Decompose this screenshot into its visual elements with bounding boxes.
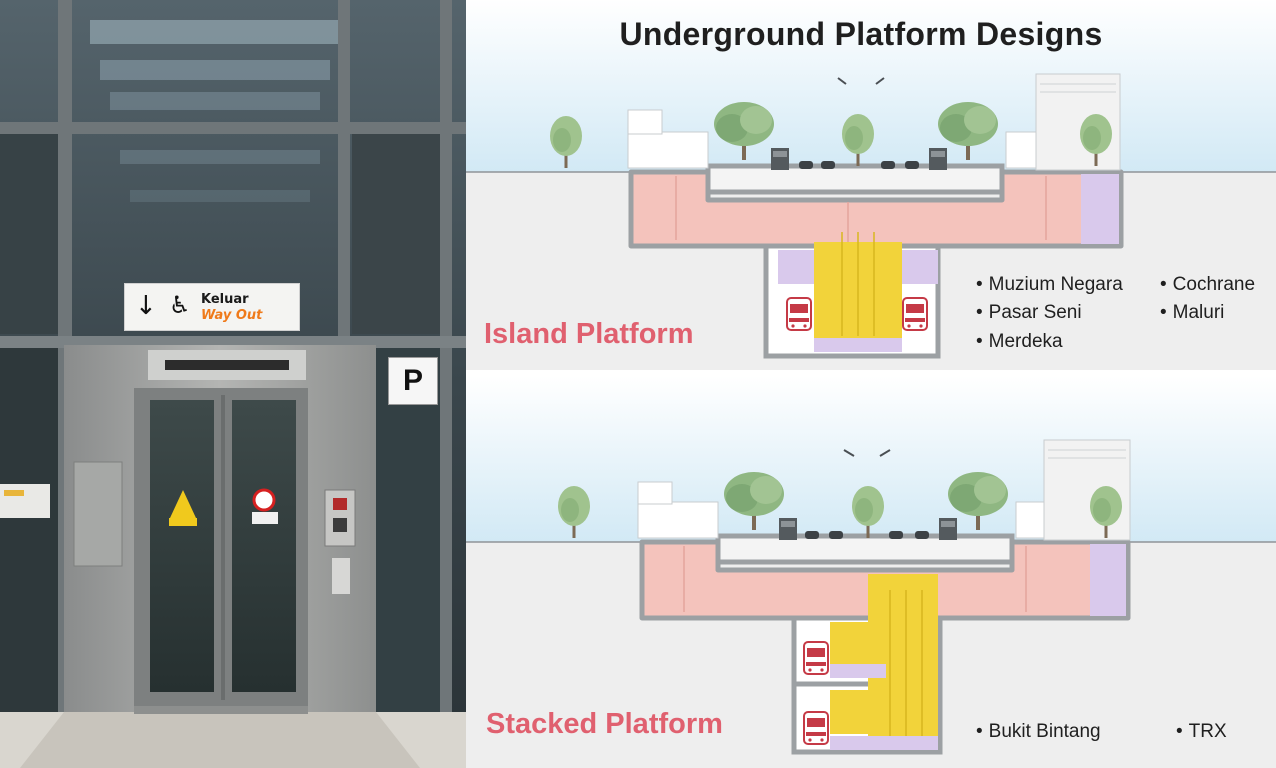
station-pasar-seni: Pasar Seni [976, 302, 1082, 324]
station-maluri: Maluri [1160, 302, 1225, 324]
diagram-title: Underground Platform Designs [619, 16, 1103, 52]
station-bukit-bintang: Bukit Bintang [976, 721, 1101, 743]
elevator-scene [0, 0, 466, 768]
way-out-sign: ↓ ♿ Keluar Way Out [124, 283, 300, 331]
stacked-platform-label: Stacked Platform [486, 708, 723, 740]
station-cochrane: Cochrane [1160, 274, 1255, 296]
station-merdeka: Merdeka [976, 331, 1063, 353]
platform-diagram: Underground Platform Designs Island Plat… [466, 0, 1276, 768]
sign-label-english: Way Out [201, 308, 263, 323]
station-muzium-negara: Muzium Negara [976, 274, 1123, 296]
platform-cross-sections [466, 0, 1276, 768]
elevator-photo: ↓ ♿ Keluar Way Out P [0, 0, 466, 768]
island-section [466, 0, 1276, 370]
sign-label-malay: Keluar [201, 292, 249, 307]
arrow-down-icon: ↓ [135, 291, 157, 321]
stacked-section [466, 376, 1276, 768]
parking-sign: P [388, 357, 438, 405]
wheelchair-icon: ♿ [169, 291, 191, 319]
island-platform-label: Island Platform [484, 318, 694, 350]
station-trx: TRX [1176, 721, 1227, 743]
